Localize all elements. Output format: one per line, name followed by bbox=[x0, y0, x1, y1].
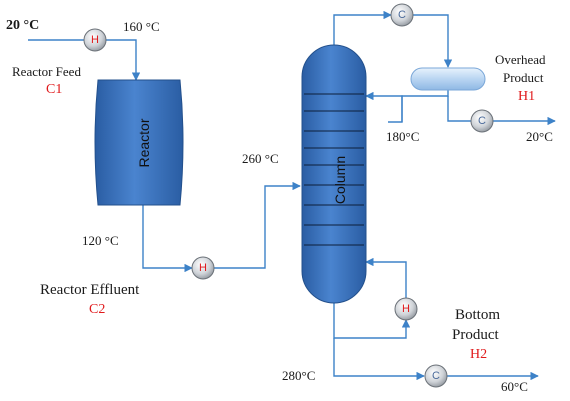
effluent-inlet-temp: 120 °C bbox=[82, 233, 119, 248]
overhead-cooler-symbol: C bbox=[478, 115, 486, 127]
effluent-pipe-to-column bbox=[214, 181, 301, 269]
reboiler-pipe bbox=[333, 300, 411, 339]
feed-heater: H bbox=[83, 28, 107, 52]
reactor-effluent-label: Reactor Effluent bbox=[40, 282, 140, 298]
reactor-feed-code: C1 bbox=[46, 82, 62, 97]
reactor-feed-label: Reactor Feed bbox=[12, 64, 81, 79]
overhead-product-pipe bbox=[447, 96, 471, 122]
effluent-pipe bbox=[142, 205, 193, 273]
condenser-cooler-symbol: C bbox=[398, 9, 406, 21]
overhead-vapor-pipe bbox=[333, 10, 392, 45]
column-trays bbox=[304, 93, 364, 246]
overhead-product-cooler: C bbox=[470, 109, 494, 133]
feed-inlet-temp: 20 °C bbox=[6, 18, 39, 33]
overhead-label-line1: Overhead bbox=[495, 52, 546, 67]
bottom-label-line1: Bottom bbox=[455, 307, 500, 323]
condenser-cooler: C bbox=[390, 3, 414, 27]
overhead-label-line2: Product bbox=[503, 70, 544, 85]
column-label: Column bbox=[332, 156, 348, 204]
bottom-inlet-temp: 280°C bbox=[282, 368, 315, 383]
reboiler-heater-symbol: H bbox=[402, 303, 410, 315]
bottom-product-cooler: C bbox=[424, 364, 448, 388]
bottom-label-line2: Product bbox=[452, 327, 499, 343]
bottom-product-pipe bbox=[333, 338, 425, 381]
feed-outlet-temp: 160 °C bbox=[123, 19, 160, 34]
effluent-heater-symbol: H bbox=[199, 262, 207, 274]
reactor-label: Reactor bbox=[136, 118, 152, 167]
overhead-outlet-temp: 20°C bbox=[526, 129, 553, 144]
overhead-inlet-temp: 180°C bbox=[386, 129, 419, 144]
bottom-code: H2 bbox=[470, 347, 487, 362]
feed-heater-symbol: H bbox=[91, 34, 99, 46]
overhead-code: H1 bbox=[518, 89, 535, 104]
reflux-pipe bbox=[388, 90, 449, 123]
effluent-outlet-temp: 260 °C bbox=[242, 151, 279, 166]
feed-pipe-to-reactor bbox=[106, 39, 141, 81]
reactor-effluent-code: C2 bbox=[89, 302, 105, 317]
overhead-to-drum-pipe bbox=[413, 14, 453, 68]
reboiler-return-pipe bbox=[365, 257, 407, 298]
bottom-cooler-symbol: C bbox=[432, 370, 440, 382]
effluent-heater: H bbox=[191, 256, 215, 280]
reboiler-heater: H bbox=[394, 297, 418, 321]
bottom-outlet-temp: 60°C bbox=[501, 379, 528, 394]
reflux-drum bbox=[410, 67, 486, 91]
distillation-column: Column bbox=[301, 44, 367, 304]
reactor-vessel: Reactor bbox=[94, 79, 184, 206]
reflux-pipe-return bbox=[365, 91, 403, 122]
